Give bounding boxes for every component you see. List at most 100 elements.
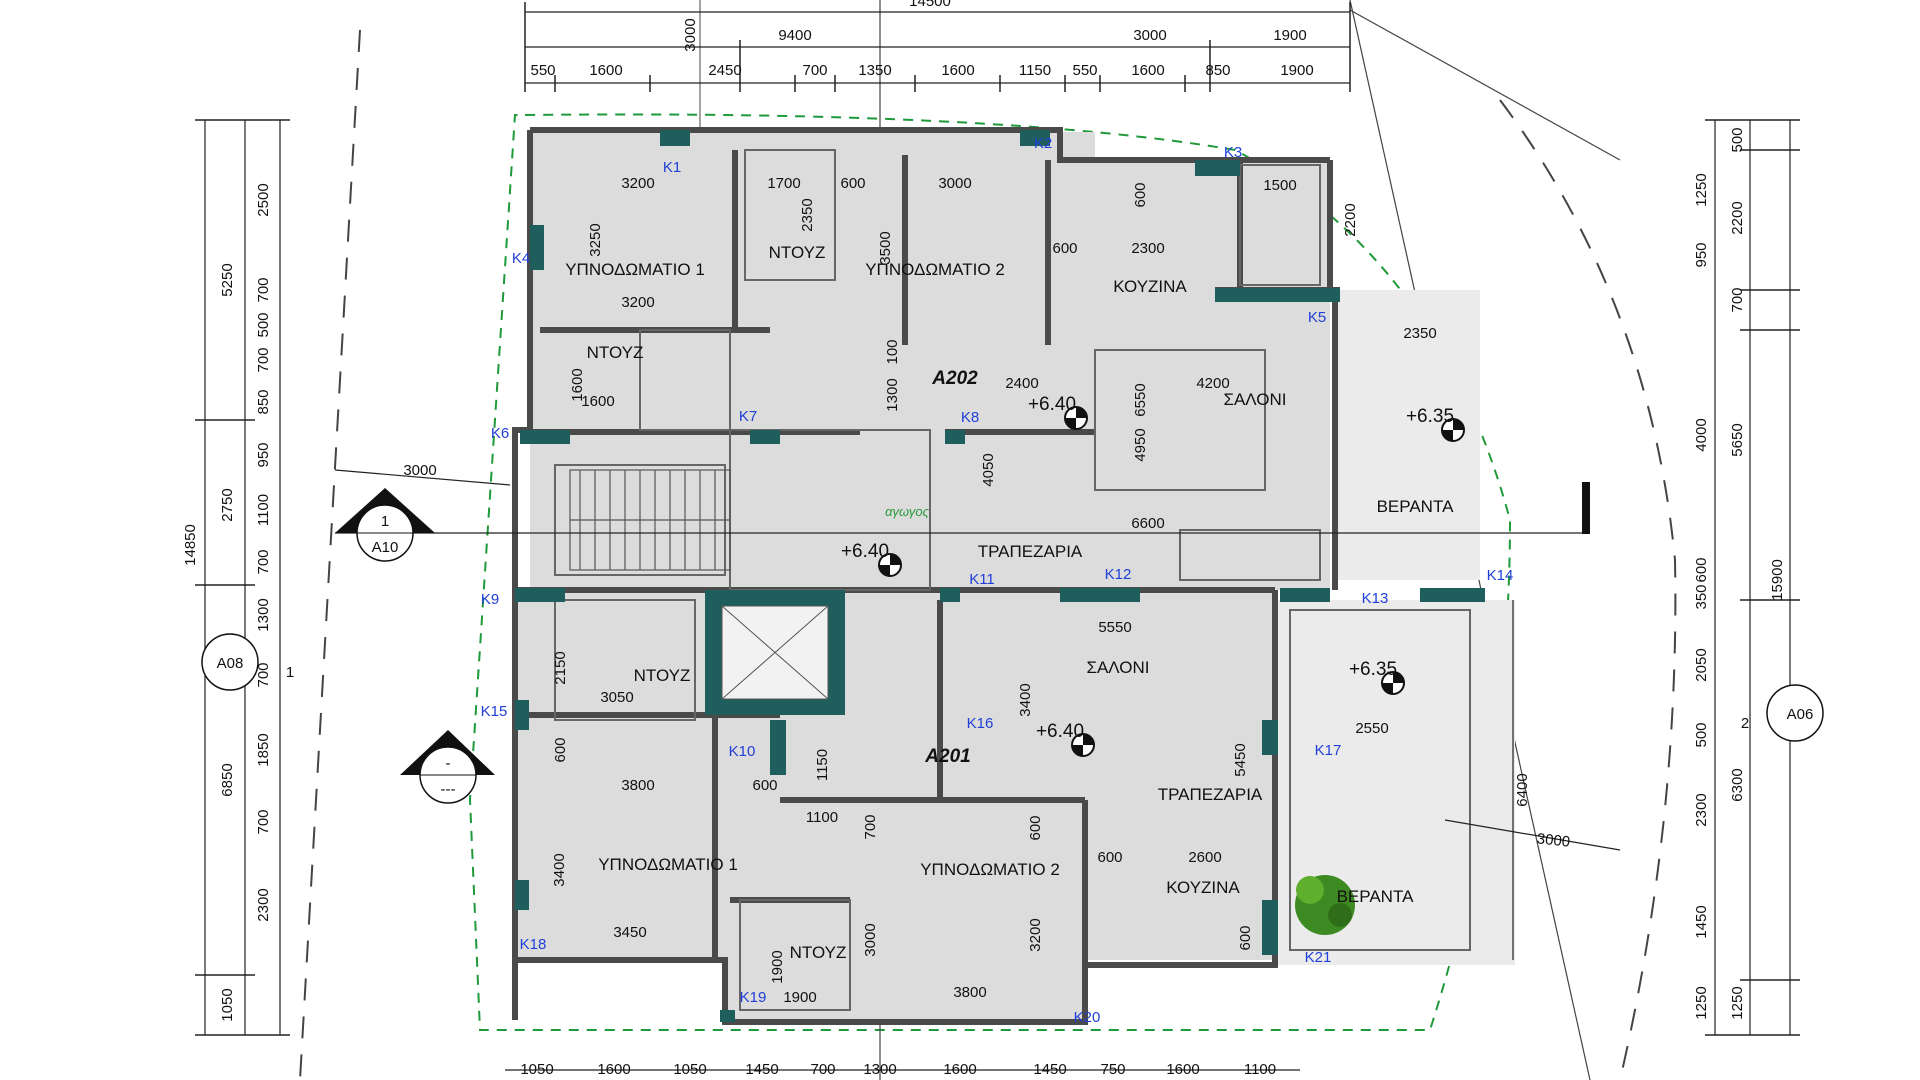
dim-top: 700 <box>802 62 827 79</box>
svg-text:K11: K11 <box>969 571 995 588</box>
svg-text:3200: 3200 <box>621 294 654 311</box>
room-dining-lower: ΤΡΑΠΕΖΑΡΙΑ <box>1158 785 1263 804</box>
section-mark-labels: 1 A10 - --- A08 1 A06 2 <box>217 513 1814 798</box>
svg-text:A08: A08 <box>217 655 244 672</box>
svg-text:2200: 2200 <box>1342 203 1359 236</box>
svg-text:3000: 3000 <box>862 923 879 956</box>
svg-text:2200: 2200 <box>1729 201 1746 234</box>
svg-text:1: 1 <box>286 664 294 681</box>
dim-total-width: 14500 <box>909 0 951 10</box>
svg-text:600: 600 <box>1097 849 1122 866</box>
svg-text:K12: K12 <box>1105 566 1132 583</box>
svg-text:K17: K17 <box>1315 742 1342 759</box>
svg-text:1300: 1300 <box>863 1061 896 1078</box>
svg-text:-: - <box>446 755 451 772</box>
room-veranda-upper: ΒΕΡΑΝΤΑ <box>1377 497 1454 516</box>
svg-text:1500: 1500 <box>1263 177 1296 194</box>
svg-text:3500: 3500 <box>877 231 894 264</box>
room-living-upper: ΣΑΛΟΝΙ <box>1223 390 1286 409</box>
dim-top: 1900 <box>1273 27 1306 44</box>
svg-text:2: 2 <box>1741 715 1749 732</box>
svg-text:1600: 1600 <box>581 393 614 410</box>
section-markers <box>201 482 1824 804</box>
svg-text:1050: 1050 <box>673 1061 706 1078</box>
svg-text:---: --- <box>441 781 456 798</box>
level-veranda-upper: +6.35 <box>1406 406 1454 427</box>
apartment-labels: A202 A201 <box>924 368 978 767</box>
svg-text:1900: 1900 <box>769 950 786 983</box>
svg-text:1450: 1450 <box>745 1061 778 1078</box>
svg-text:K19: K19 <box>740 989 767 1006</box>
svg-text:3800: 3800 <box>621 777 654 794</box>
svg-text:1050: 1050 <box>219 988 236 1021</box>
svg-text:K18: K18 <box>520 936 547 953</box>
dim-top: 850 <box>1205 62 1230 79</box>
svg-text:2150: 2150 <box>552 651 569 684</box>
svg-text:6400: 6400 <box>1514 773 1531 806</box>
svg-text:2050: 2050 <box>1693 648 1710 681</box>
svg-text:3400: 3400 <box>551 853 568 886</box>
level-veranda-lower: +6.35 <box>1349 659 1397 680</box>
svg-text:2350: 2350 <box>1403 325 1436 342</box>
level-upper: +6.40 <box>1028 394 1076 415</box>
structural-columns <box>515 130 1485 1022</box>
svg-text:1600: 1600 <box>597 1061 630 1078</box>
svg-text:700: 700 <box>255 809 272 834</box>
svg-text:3450: 3450 <box>613 924 646 941</box>
lift-core <box>705 590 845 715</box>
right-dimensions: 15900 500 2200 700 5650 6300 1250 1250 9… <box>1693 127 1786 1019</box>
svg-text:700: 700 <box>810 1061 835 1078</box>
svg-text:500: 500 <box>1729 127 1746 152</box>
svg-text:K14: K14 <box>1487 567 1514 584</box>
dim-top: 1150 <box>1019 62 1051 79</box>
room-bath-lower-a: ΝΤΟΥΖ <box>634 666 691 685</box>
svg-text:600: 600 <box>1052 240 1077 257</box>
svg-text:700: 700 <box>255 549 272 574</box>
left-dimensions: 14850 5250 2750 6850 1050 2500 700 500 7… <box>182 183 272 1021</box>
svg-text:K9: K9 <box>481 591 499 608</box>
svg-text:600: 600 <box>1237 925 1254 950</box>
column-labels: K1 K2 K3 K4 K5 K6 K7 K8 K9 K10 K11 K12 K… <box>481 135 1514 1026</box>
svg-text:700: 700 <box>862 814 879 839</box>
svg-text:1250: 1250 <box>1729 986 1746 1019</box>
svg-text:2550: 2550 <box>1355 720 1388 737</box>
room-kitchen-upper: ΚΟΥΖΙΝΑ <box>1113 277 1187 296</box>
svg-text:3000: 3000 <box>938 175 971 192</box>
svg-text:K21: K21 <box>1305 949 1332 966</box>
svg-text:1100: 1100 <box>806 809 838 826</box>
svg-text:14850: 14850 <box>182 524 199 566</box>
svg-text:K3: K3 <box>1224 144 1242 161</box>
svg-text:1900: 1900 <box>783 989 816 1006</box>
svg-text:100: 100 <box>884 339 901 364</box>
svg-text:2300: 2300 <box>255 888 272 921</box>
svg-text:700: 700 <box>255 347 272 372</box>
level-corridor: +6.40 <box>841 541 889 562</box>
room-bedroom-2-upper: ΥΠΝΟΔΩΜΑΤΙΟ 2 <box>865 260 1005 279</box>
svg-text:3000: 3000 <box>403 462 436 479</box>
dim-top: 3000 <box>682 18 699 51</box>
room-bath-lower-b: ΝΤΟΥΖ <box>790 943 847 962</box>
dim-top: 1600 <box>941 62 974 79</box>
svg-text:1300: 1300 <box>884 378 901 411</box>
dim-top: 1600 <box>589 62 622 79</box>
svg-text:K20: K20 <box>1074 1009 1101 1026</box>
svg-text:3050: 3050 <box>600 689 633 706</box>
svg-text:700: 700 <box>1729 287 1746 312</box>
dim-top: 1350 <box>858 62 891 79</box>
room-living-lower: ΣΑΛΟΝΙ <box>1086 658 1149 677</box>
svg-text:A10: A10 <box>372 539 399 556</box>
svg-text:4050: 4050 <box>980 453 997 486</box>
svg-text:K1: K1 <box>663 159 681 176</box>
svg-text:5450: 5450 <box>1232 743 1249 776</box>
svg-text:2350: 2350 <box>799 198 816 231</box>
duct-note: αγωγος <box>885 504 930 519</box>
svg-text:950: 950 <box>1693 242 1710 267</box>
room-dining-upper: ΤΡΑΠΕΖΑΡΙΑ <box>978 542 1083 561</box>
svg-text:2400: 2400 <box>1005 375 1038 392</box>
svg-text:4000: 4000 <box>1693 418 1710 451</box>
svg-text:2500: 2500 <box>255 183 272 216</box>
svg-text:500: 500 <box>255 312 272 337</box>
svg-text:350: 350 <box>1693 584 1710 609</box>
bottom-dimensions: 1050 1600 1050 1450 700 1300 1600 1450 7… <box>520 1061 1276 1078</box>
